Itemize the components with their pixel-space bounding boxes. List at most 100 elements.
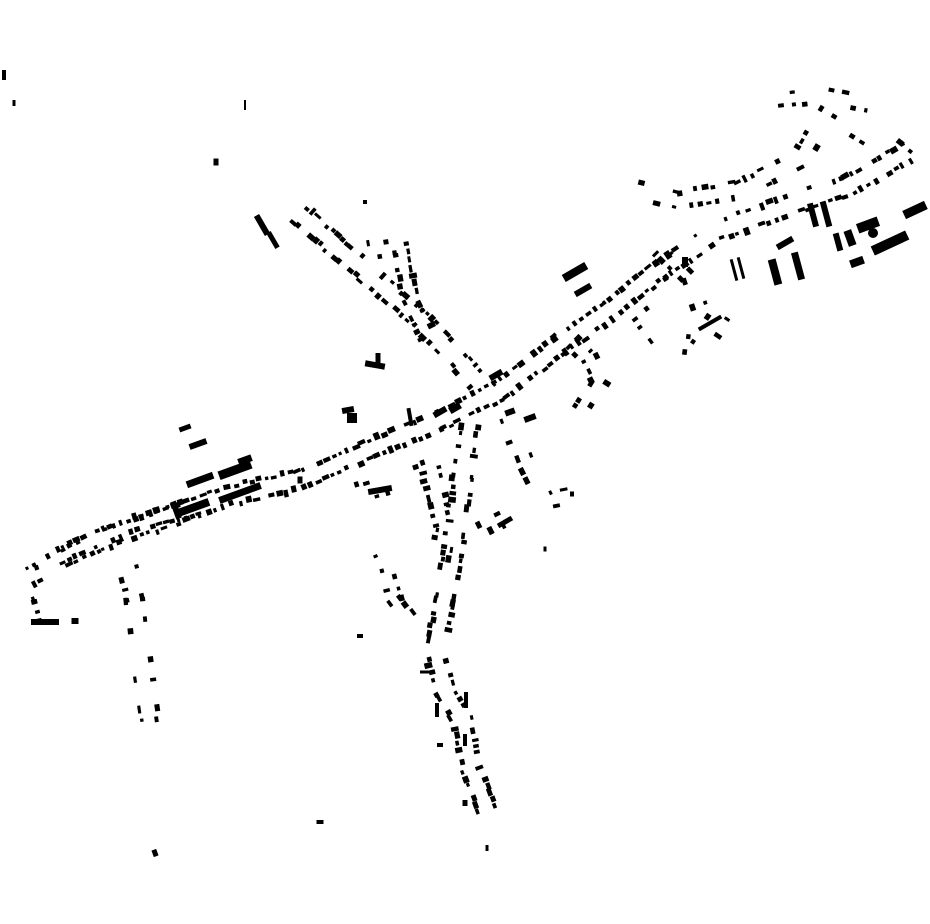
building: [108, 543, 115, 551]
building: [366, 438, 372, 444]
building: [106, 523, 113, 530]
building: [149, 523, 157, 530]
building: [127, 528, 134, 536]
building: [229, 501, 233, 506]
building: [449, 546, 454, 554]
building: [696, 252, 704, 259]
building: [475, 424, 482, 431]
building: [772, 196, 779, 205]
building: [444, 626, 453, 634]
building: [331, 453, 338, 459]
building: [472, 430, 479, 439]
building: [448, 611, 456, 618]
building: [415, 414, 425, 423]
building: [681, 277, 688, 286]
building: [449, 490, 457, 496]
building: [485, 787, 494, 797]
building: [475, 406, 482, 414]
building: [676, 190, 683, 197]
building: [222, 483, 231, 491]
building: [93, 544, 99, 550]
building: [871, 157, 878, 164]
building: [303, 205, 310, 213]
building: [483, 383, 490, 389]
building: [162, 519, 170, 525]
building: [217, 459, 253, 481]
building: [736, 256, 746, 280]
building: [134, 564, 140, 569]
building: [195, 511, 202, 516]
building: [408, 264, 413, 273]
building: [206, 489, 213, 495]
building: [372, 451, 381, 459]
building: [573, 282, 593, 298]
building: [735, 210, 741, 216]
building: [605, 295, 614, 304]
building: [383, 587, 391, 593]
building: [123, 597, 129, 606]
building: [306, 232, 316, 242]
building: [343, 464, 350, 471]
building: [117, 533, 125, 543]
building: [765, 181, 773, 188]
building: [188, 438, 208, 450]
building: [471, 737, 479, 743]
building: [131, 512, 138, 520]
building: [392, 304, 401, 314]
building: [666, 265, 673, 272]
building: [428, 669, 436, 676]
building: [774, 217, 780, 223]
building: [706, 200, 712, 205]
building: [2, 70, 6, 80]
building: [591, 305, 599, 313]
building: [151, 848, 159, 858]
building: [830, 113, 838, 120]
building: [457, 422, 465, 431]
building: [895, 138, 905, 147]
building: [450, 604, 455, 611]
building: [876, 154, 883, 162]
building: [578, 316, 585, 322]
building: [433, 348, 441, 355]
building: [442, 657, 450, 665]
building: [723, 216, 728, 222]
building: [474, 520, 483, 530]
building: [205, 508, 213, 516]
building: [412, 419, 418, 426]
building: [727, 179, 736, 185]
building: [54, 545, 62, 553]
building: [264, 476, 269, 481]
building: [431, 534, 439, 541]
building: [341, 406, 355, 414]
building: [374, 494, 380, 499]
building: [509, 390, 516, 397]
building: [450, 726, 460, 733]
building: [411, 278, 418, 287]
building: [571, 402, 579, 409]
building: [175, 521, 182, 527]
building: [89, 550, 96, 557]
building: [455, 444, 462, 449]
building: [362, 480, 371, 487]
building: [121, 587, 129, 593]
building: [451, 367, 461, 377]
building: [432, 523, 440, 529]
building: [379, 568, 385, 574]
building: [396, 283, 404, 290]
building: [173, 498, 211, 518]
building: [118, 576, 125, 584]
building: [333, 230, 343, 240]
building: [315, 478, 323, 485]
building: [701, 183, 709, 191]
building: [330, 227, 337, 234]
building: [599, 302, 605, 308]
building: [774, 158, 781, 165]
building: [467, 355, 474, 362]
building: [125, 518, 132, 524]
building: [474, 808, 480, 815]
building: [789, 90, 795, 95]
building: [283, 489, 289, 498]
building: [377, 253, 383, 260]
building: [827, 198, 834, 203]
building: [446, 714, 453, 723]
